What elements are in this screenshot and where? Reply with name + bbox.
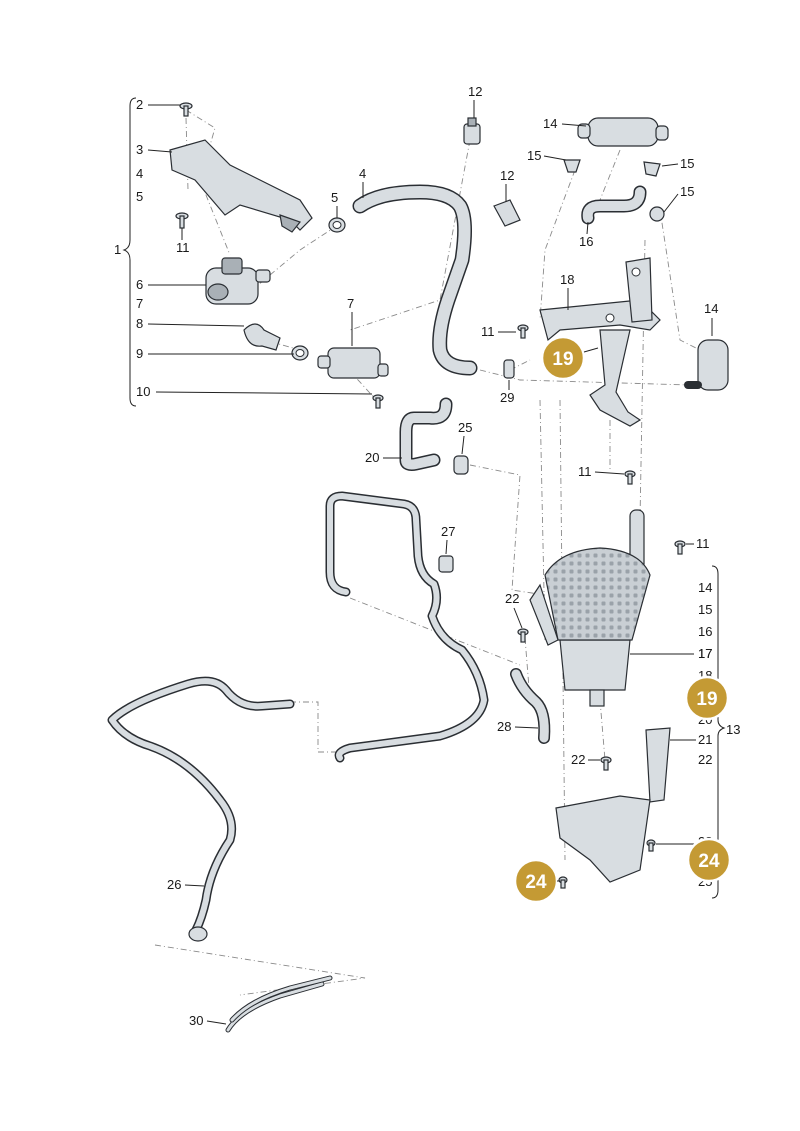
hose-26-end-part — [188, 926, 208, 942]
screw-23-part — [646, 839, 656, 852]
callout-22b: 22 — [571, 752, 585, 767]
left-item-3: 3 — [136, 142, 143, 157]
screw-24-part — [558, 876, 568, 889]
screw-10-part — [372, 394, 384, 409]
screw-11a-part — [175, 212, 189, 229]
callout-30: 30 — [189, 1013, 203, 1028]
left-item-2: 2 — [136, 97, 143, 112]
pump-6-part — [205, 257, 271, 305]
bracket-21-part — [555, 727, 671, 883]
callout-11c: 11 — [578, 464, 592, 479]
cap-15a-part — [563, 159, 581, 173]
callout-25: 25 — [458, 420, 472, 435]
clip-27-part — [438, 555, 454, 573]
svg-text:19: 19 — [696, 689, 717, 710]
callout-16: 16 — [579, 234, 593, 249]
cap-15c-part — [649, 206, 665, 222]
left-item-4: 4 — [136, 166, 143, 181]
cap-15b-part — [643, 161, 661, 177]
screw-11c-part — [624, 470, 636, 485]
callout-27: 27 — [441, 524, 455, 539]
clamp-25-part — [453, 455, 469, 475]
hose-26-part — [107, 676, 295, 935]
left-item-6: 6 — [136, 277, 143, 292]
canister-14b-part — [684, 339, 729, 391]
right-item-15: 15 — [698, 602, 712, 617]
screw-11b-part — [517, 324, 529, 339]
callout-20: 20 — [365, 450, 379, 465]
filter-7-part — [317, 347, 389, 379]
callout-15a: 15 — [527, 148, 541, 163]
badge-19a: 19 — [540, 335, 586, 381]
canister-14a-part — [577, 117, 669, 147]
clip-29-part — [503, 359, 515, 379]
right-item-17: 17 — [698, 646, 712, 661]
right-item-21: 21 — [698, 732, 712, 747]
callout-14b: 14 — [704, 301, 718, 316]
badge-24a: 24 — [513, 858, 559, 904]
left-item-8: 8 — [136, 316, 143, 331]
right-item-16: 16 — [698, 624, 712, 639]
callout-17: 17 — [698, 646, 712, 661]
callouts: 11 4 5 7 12 12 14 15 15 15 16 18 11 14 2… — [167, 84, 718, 1028]
hose-long-part — [325, 491, 489, 763]
svg-text:19: 19 — [552, 349, 573, 370]
parts — [107, 102, 729, 1033]
clip-12a-part — [463, 117, 481, 145]
svg-text:24: 24 — [698, 851, 720, 872]
right-item-14: 14 — [698, 580, 712, 595]
callout-29: 29 — [500, 390, 514, 405]
clip-12b-part — [493, 199, 521, 227]
callout-14a: 14 — [543, 116, 557, 131]
callout-4b: 4 — [359, 166, 366, 181]
badge-24b: 24 — [686, 837, 732, 883]
right-group-list: 13 14 15 16 17 18 19 20 21 22 23 24 25 — [698, 565, 740, 899]
svg-text:24: 24 — [525, 872, 547, 893]
right-item-22: 22 — [698, 752, 712, 767]
left-group-label: 1 — [114, 242, 121, 257]
callout-11a: 11 — [176, 240, 190, 255]
canister-17-part — [529, 509, 651, 707]
left-item-9: 9 — [136, 346, 143, 361]
frame-18-part — [539, 257, 661, 427]
callout-26: 26 — [167, 877, 181, 892]
callout-15c: 15 — [680, 184, 694, 199]
elbow-8-part — [243, 323, 281, 351]
left-group-bracket — [122, 97, 137, 407]
callout-18: 18 — [560, 272, 574, 287]
badge-19b: 19 — [684, 675, 730, 721]
left-group-list: 1 2 3 4 5 6 7 8 9 10 — [114, 97, 373, 407]
screw-2-part — [179, 102, 193, 117]
callout-28: 28 — [497, 719, 511, 734]
callout-12a: 12 — [468, 84, 482, 99]
right-group-label: 13 — [726, 722, 740, 737]
bracket-3-part — [169, 139, 313, 231]
callout-22a: 22 — [505, 591, 519, 606]
left-item-7: 7 — [136, 296, 143, 311]
right-group-bracket — [711, 565, 726, 899]
screw-11d-part — [674, 540, 686, 555]
callout-11b: 11 — [481, 324, 495, 339]
badges: 19 19 24 24 — [513, 335, 732, 904]
callout-5b: 5 — [331, 190, 338, 205]
clamp-9-part — [291, 345, 309, 361]
callout-7b: 7 — [347, 296, 354, 311]
callout-15b: 15 — [680, 156, 694, 171]
clamp-5-part — [328, 217, 346, 233]
screw-22b-part — [600, 756, 612, 771]
callout-11d: 11 — [696, 536, 710, 551]
left-item-10: 10 — [136, 384, 150, 399]
callout-12b: 12 — [500, 168, 514, 183]
left-item-5: 5 — [136, 189, 143, 204]
screw-22a-part — [517, 628, 529, 643]
